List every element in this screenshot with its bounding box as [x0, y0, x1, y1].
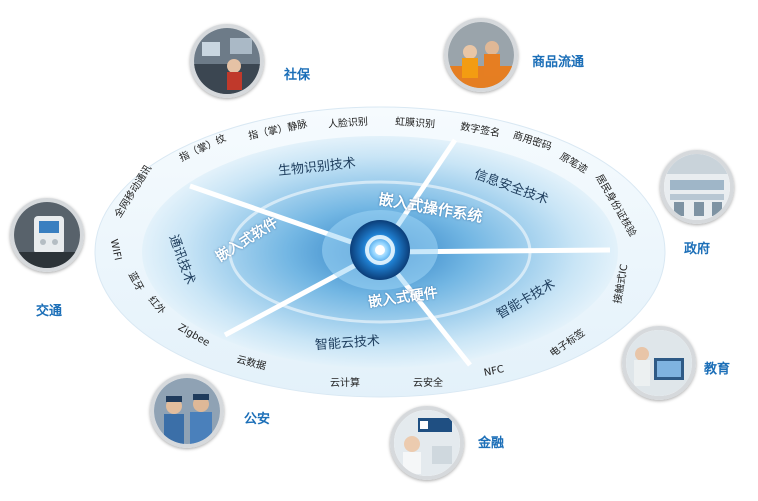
- label-police: 公安: [244, 412, 271, 427]
- label-commodity: 商品流通: [532, 55, 585, 70]
- photo-police: [150, 374, 224, 448]
- photo-finance: [390, 406, 464, 480]
- label-education: 教育: [704, 362, 731, 377]
- photo-education: [622, 326, 696, 400]
- label-finance: 金融: [478, 436, 505, 451]
- photo-government: [660, 150, 734, 224]
- label-government: 政府: [684, 242, 711, 257]
- tech-cloud-security: 云安全: [413, 378, 443, 389]
- label-transport: 交通: [36, 304, 63, 319]
- photo-commodity: [444, 18, 518, 92]
- photo-social-security: [190, 24, 264, 98]
- photo-transport: [10, 198, 84, 272]
- label-social-security: 社保: [284, 68, 311, 83]
- tech-cloud-compute: 云计算: [330, 378, 360, 389]
